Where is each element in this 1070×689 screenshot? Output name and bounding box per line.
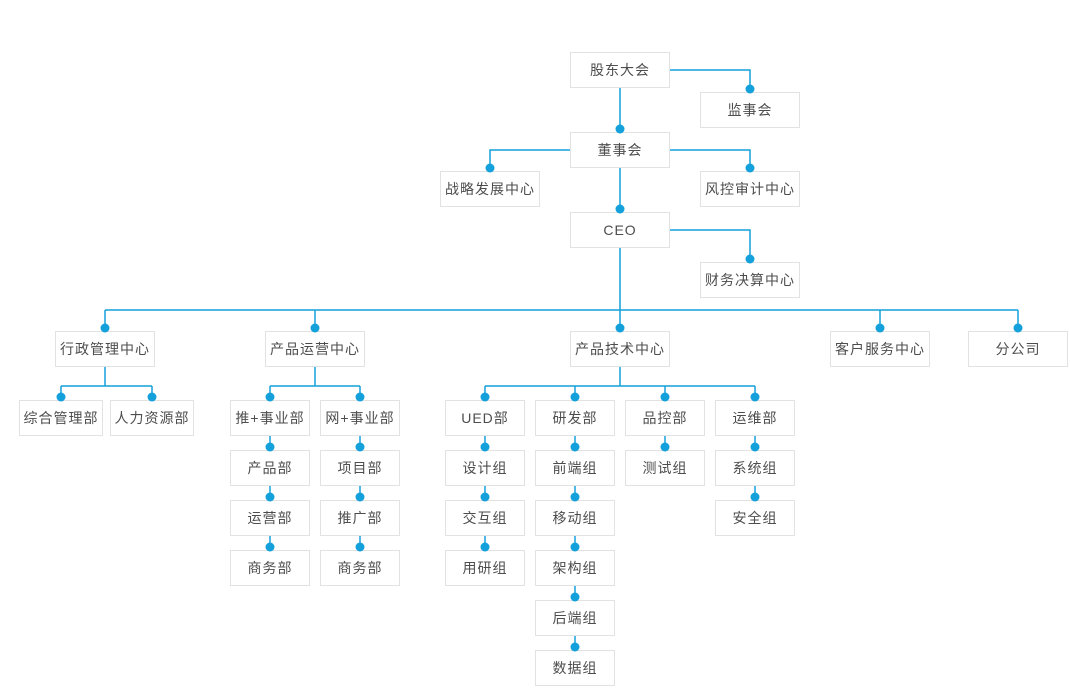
org-node-finance-center: 财务决算中心 bbox=[700, 262, 800, 298]
org-node-label: 战略发展中心 bbox=[445, 181, 535, 197]
org-node-general-mgmt-dept: 综合管理部 bbox=[19, 400, 103, 436]
org-node-risk-audit-center: 风控审计中心 bbox=[700, 171, 800, 207]
org-node-label: 监事会 bbox=[727, 102, 773, 118]
org-node-label: 移动组 bbox=[552, 510, 598, 526]
connector-line bbox=[489, 149, 570, 171]
org-node-interaction-group: 交互组 bbox=[445, 500, 525, 536]
org-node-label: 产品技术中心 bbox=[575, 341, 665, 357]
org-node-promotion-dept: 推广部 bbox=[320, 500, 400, 536]
org-node-label: 研发部 bbox=[552, 410, 598, 426]
org-node-customer-service-center: 客户服务中心 bbox=[830, 331, 930, 367]
org-node-design-group: 设计组 bbox=[445, 450, 525, 486]
org-node-product-dept: 产品部 bbox=[230, 450, 310, 486]
connector-line bbox=[670, 149, 751, 171]
org-node-label: 产品部 bbox=[247, 460, 293, 476]
org-node-label: 运营部 bbox=[247, 510, 293, 526]
org-node-label: 产品运营中心 bbox=[270, 341, 360, 357]
org-node-label: 推+事业部 bbox=[235, 410, 305, 426]
org-node-label: 财务决算中心 bbox=[705, 272, 795, 288]
org-node-label: 前端组 bbox=[552, 460, 598, 476]
org-node-strategy-center: 战略发展中心 bbox=[440, 171, 540, 207]
org-node-frontend-group: 前端组 bbox=[535, 450, 615, 486]
org-node-branch-company: 分公司 bbox=[968, 331, 1068, 367]
org-node-ceo: CEO bbox=[570, 212, 670, 248]
org-node-label: 股东大会 bbox=[590, 62, 650, 78]
org-node-label: 用研组 bbox=[462, 560, 508, 576]
org-node-qc-dept: 品控部 bbox=[625, 400, 705, 436]
org-node-mobile-group: 移动组 bbox=[535, 500, 615, 536]
org-node-label: 项目部 bbox=[337, 460, 383, 476]
org-node-label: UED部 bbox=[461, 410, 509, 426]
org-node-label: 品控部 bbox=[642, 410, 688, 426]
org-node-shareholders-meeting: 股东大会 bbox=[570, 52, 670, 88]
org-node-business-dept-1: 商务部 bbox=[230, 550, 310, 586]
org-node-label: 安全组 bbox=[732, 510, 778, 526]
org-node-business-dept-2: 商务部 bbox=[320, 550, 400, 586]
org-node-user-research-group: 用研组 bbox=[445, 550, 525, 586]
org-node-label: CEO bbox=[603, 222, 637, 238]
org-node-tui-division: 推+事业部 bbox=[230, 400, 310, 436]
org-node-ued-dept: UED部 bbox=[445, 400, 525, 436]
org-node-label: 运维部 bbox=[732, 410, 778, 426]
org-node-test-group: 测试组 bbox=[625, 450, 705, 486]
org-node-label: 系统组 bbox=[732, 460, 778, 476]
org-node-data-group: 数据组 bbox=[535, 650, 615, 686]
org-node-board-of-directors: 董事会 bbox=[570, 132, 670, 168]
org-node-label: 商务部 bbox=[337, 560, 383, 576]
org-node-system-group: 系统组 bbox=[715, 450, 795, 486]
org-node-rd-dept: 研发部 bbox=[535, 400, 615, 436]
org-node-label: 行政管理中心 bbox=[60, 341, 150, 357]
org-node-label: 后端组 bbox=[552, 610, 598, 626]
org-node-label: 测试组 bbox=[642, 460, 688, 476]
org-node-admin-center: 行政管理中心 bbox=[55, 331, 155, 367]
org-node-label: 网+事业部 bbox=[325, 410, 395, 426]
org-node-label: 分公司 bbox=[995, 341, 1041, 357]
org-node-label: 客户服务中心 bbox=[835, 341, 925, 357]
connector-line bbox=[670, 229, 751, 262]
org-node-product-tech-center: 产品技术中心 bbox=[570, 331, 670, 367]
org-node-om-dept: 运维部 bbox=[715, 400, 795, 436]
org-node-label: 董事会 bbox=[597, 142, 643, 158]
org-node-label: 人力资源部 bbox=[114, 410, 190, 426]
org-node-label: 推广部 bbox=[337, 510, 383, 526]
org-node-architecture-group: 架构组 bbox=[535, 550, 615, 586]
org-node-product-ops-center: 产品运营中心 bbox=[265, 331, 365, 367]
org-node-label: 数据组 bbox=[552, 660, 598, 676]
org-node-wang-division: 网+事业部 bbox=[320, 400, 400, 436]
connector-line bbox=[670, 69, 751, 92]
org-node-label: 设计组 bbox=[462, 460, 508, 476]
org-node-label: 架构组 bbox=[552, 560, 598, 576]
org-node-operations-dept: 运营部 bbox=[230, 500, 310, 536]
org-node-label: 风控审计中心 bbox=[705, 181, 795, 197]
org-node-label: 商务部 bbox=[247, 560, 293, 576]
org-node-supervisory-board: 监事会 bbox=[700, 92, 800, 128]
org-node-project-dept: 项目部 bbox=[320, 450, 400, 486]
org-node-label: 交互组 bbox=[462, 510, 508, 526]
org-node-hr-dept: 人力资源部 bbox=[110, 400, 194, 436]
org-node-backend-group: 后端组 bbox=[535, 600, 615, 636]
org-node-security-group: 安全组 bbox=[715, 500, 795, 536]
org-node-label: 综合管理部 bbox=[23, 410, 99, 426]
